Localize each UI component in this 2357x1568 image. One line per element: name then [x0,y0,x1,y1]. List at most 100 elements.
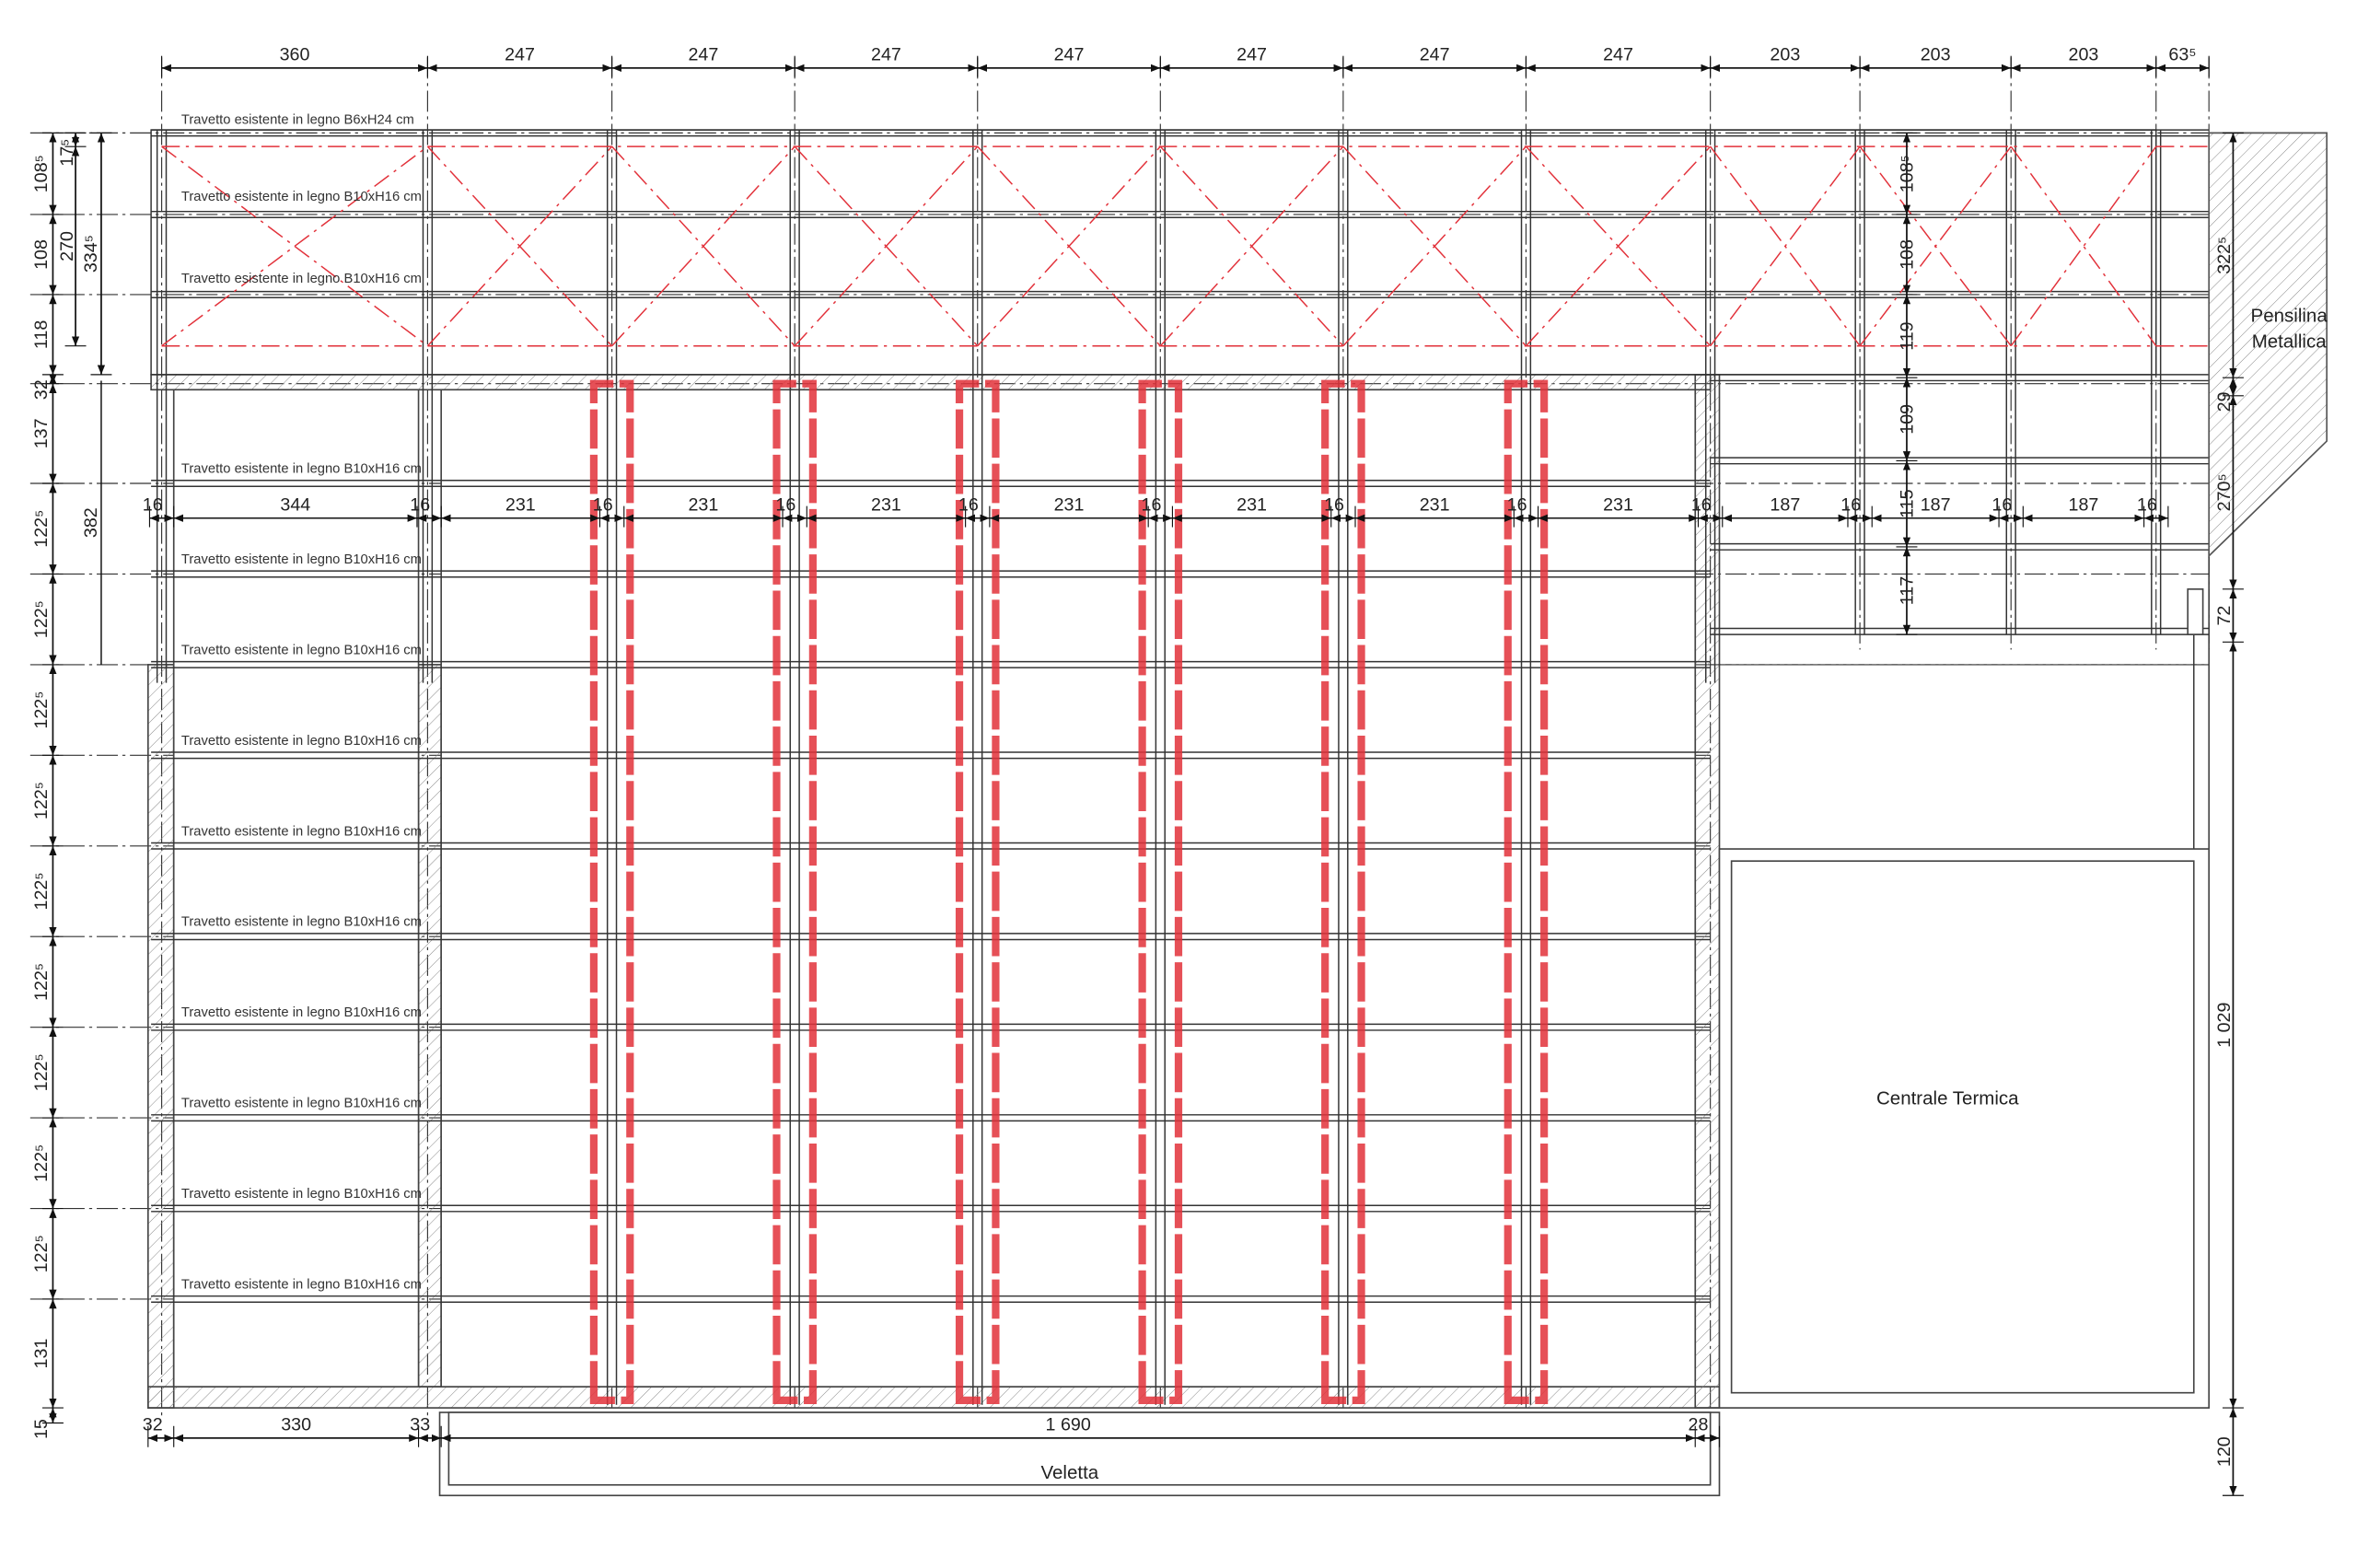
span-dimension-label: 231 [1603,495,1633,516]
bottom-dimension-label: 330 [281,1415,311,1435]
beam-label: Travetto esistente in legno B10xH16 cm [181,1277,422,1292]
left-inner-dimension-label: 17⁵ [57,139,77,167]
wall-bottom [147,1386,1721,1409]
left-dimension-label: 122⁵ [31,1053,52,1091]
beam-label: Travetto esistente in legno B10xH16 cm [181,1187,422,1202]
centrale-termica-inner [1730,860,2195,1394]
bottom-dimension-label: 32 [143,1415,163,1435]
cross-bracing [2010,145,2157,347]
cross-bracing [1859,145,2012,347]
cross-bracing [977,145,1161,347]
beam-label: Travetto esistente in legno B10xH16 cm [181,915,422,930]
reinforcement-column [589,379,634,1404]
top-dimension-label: 203 [2069,45,2099,65]
cross-bracing [1710,145,1861,347]
left-inner-dimension-label: 382 [81,507,101,538]
left-dimension-label: 122⁵ [31,691,52,729]
reinforcement-column [1504,379,1549,1404]
span-dimension-label: 344 [280,495,310,516]
beam-label: Travetto esistente in legno B10xH16 cm [181,552,422,567]
left-dimension-label: 122⁵ [31,510,52,548]
cross-bracing [611,145,795,347]
top-dimension-label: 63⁵ [2168,45,2196,65]
span-dimension-label: 16 [143,495,163,516]
top-dimension-label: 247 [688,45,718,65]
right-inner-dimension-label: 115 [1898,489,1918,517]
small-pier [2187,588,2204,635]
cross-bracing [426,145,613,347]
right-inner-dimension-label: 109 [1898,404,1918,435]
span-dimension-label: 231 [1237,495,1267,516]
left-inner-dimension-label: 334⁵ [81,235,101,273]
veletta-inner [447,1411,1712,1486]
span-dimension-label: 16 [1691,495,1712,516]
right-inner-dimension-label: 108⁵ [1898,155,1918,192]
right-dimension-label: 322⁵ [2214,237,2235,274]
span-dimension-label: 187 [2069,495,2099,516]
right-dimension-label: 120 [2214,1436,2235,1467]
centrale-termica-label: Centrale Termica [1876,1087,2019,1109]
left-dimension-label: 32 [31,379,52,400]
cross-bracing [1159,145,1344,347]
left-dimension-label: 122⁵ [31,1144,52,1182]
beam-label: Travetto esistente in legno B10xH16 cm [181,1005,422,1020]
right-inner-dimension-label: 119 [1898,321,1918,350]
left-dimension-label: 131 [31,1339,52,1369]
cross-bracing [2010,145,2157,347]
left-dimension-label: 122⁵ [31,1235,52,1272]
beam-label: Travetto esistente in legno B6xH24 cm [181,113,414,128]
beam-label: Travetto esistente in legno B10xH16 cm [181,734,422,749]
wall-right [1694,374,1721,1409]
left-dimension-label: 118 [31,320,52,349]
left-dimension-label: 108 [31,239,52,270]
top-dimension-label: 360 [280,45,310,65]
right-dimension-label: 270⁵ [2214,473,2235,511]
labels-layer: Travetto esistente in legno B6xH24 cm Tra… [31,45,2328,1484]
span-dimension-label: 187 [1921,495,1951,516]
top-dimension-label: 203 [1770,45,1800,65]
cross-bracing [794,145,979,347]
span-dimension-label: 16 [593,495,613,516]
pensilina-metallica-area [2208,132,2328,558]
top-dimension-label: 247 [1420,45,1450,65]
bottom-dimension-label: 33 [410,1415,430,1435]
right-dimension-label: 29 [2214,391,2235,412]
beam-label: Travetto esistente in legno B10xH16 cm [181,462,422,477]
reinforcement-column [1138,379,1183,1404]
room-main [440,389,1697,1388]
span-dimension-label: 16 [1840,495,1861,516]
span-dimension-label: 231 [1054,495,1085,516]
pensilina-label: Metallica [2252,331,2327,352]
span-dimension-label: 231 [688,495,718,516]
wall-top-band [150,374,1712,391]
left-dimension-label: 122⁵ [31,782,52,819]
bottom-dimension-label: 1 690 [1046,1415,1091,1435]
cross-bracing [1342,145,1527,347]
span-dimension-label: 16 [2137,495,2157,516]
dimensions-layer [41,55,2244,1496]
left-dimension-label: 137 [31,418,52,448]
top-dimension-label: 247 [1237,45,1267,65]
span-dimension-label: 16 [1991,495,2012,516]
bottom-dimension-label: 28 [1689,1415,1709,1435]
cross-bracing [1525,145,1712,347]
right-inner-dimension-label: 117 [1898,576,1918,605]
structure-layer [29,57,2328,1497]
top-dimension-label: 247 [505,45,535,65]
span-dimension-label: 16 [775,495,795,516]
beam-label: Travetto esistente in legno B10xH16 cm [181,1097,422,1111]
pensilina-label: Pensilina [2251,305,2328,326]
span-dimension-label: 16 [410,495,430,516]
span-dimension-label: 16 [1324,495,1344,516]
veletta-label: Veletta [1040,1462,1098,1483]
right-inner-dimension-label: 108 [1898,239,1918,270]
beam-label: Travetto esistente in legno B10xH16 cm [181,190,422,204]
span-dimension-label: 16 [1142,495,1162,516]
reinforcement-column [955,379,1000,1404]
left-dimension-label: 122⁵ [31,963,52,1001]
beam-label: Travetto esistente in legno B10xH16 cm [181,272,422,286]
span-dimension-label: 187 [1770,495,1800,516]
left-dimension-label: 108⁵ [31,155,52,192]
left-dimension-label: 122⁵ [31,872,52,910]
